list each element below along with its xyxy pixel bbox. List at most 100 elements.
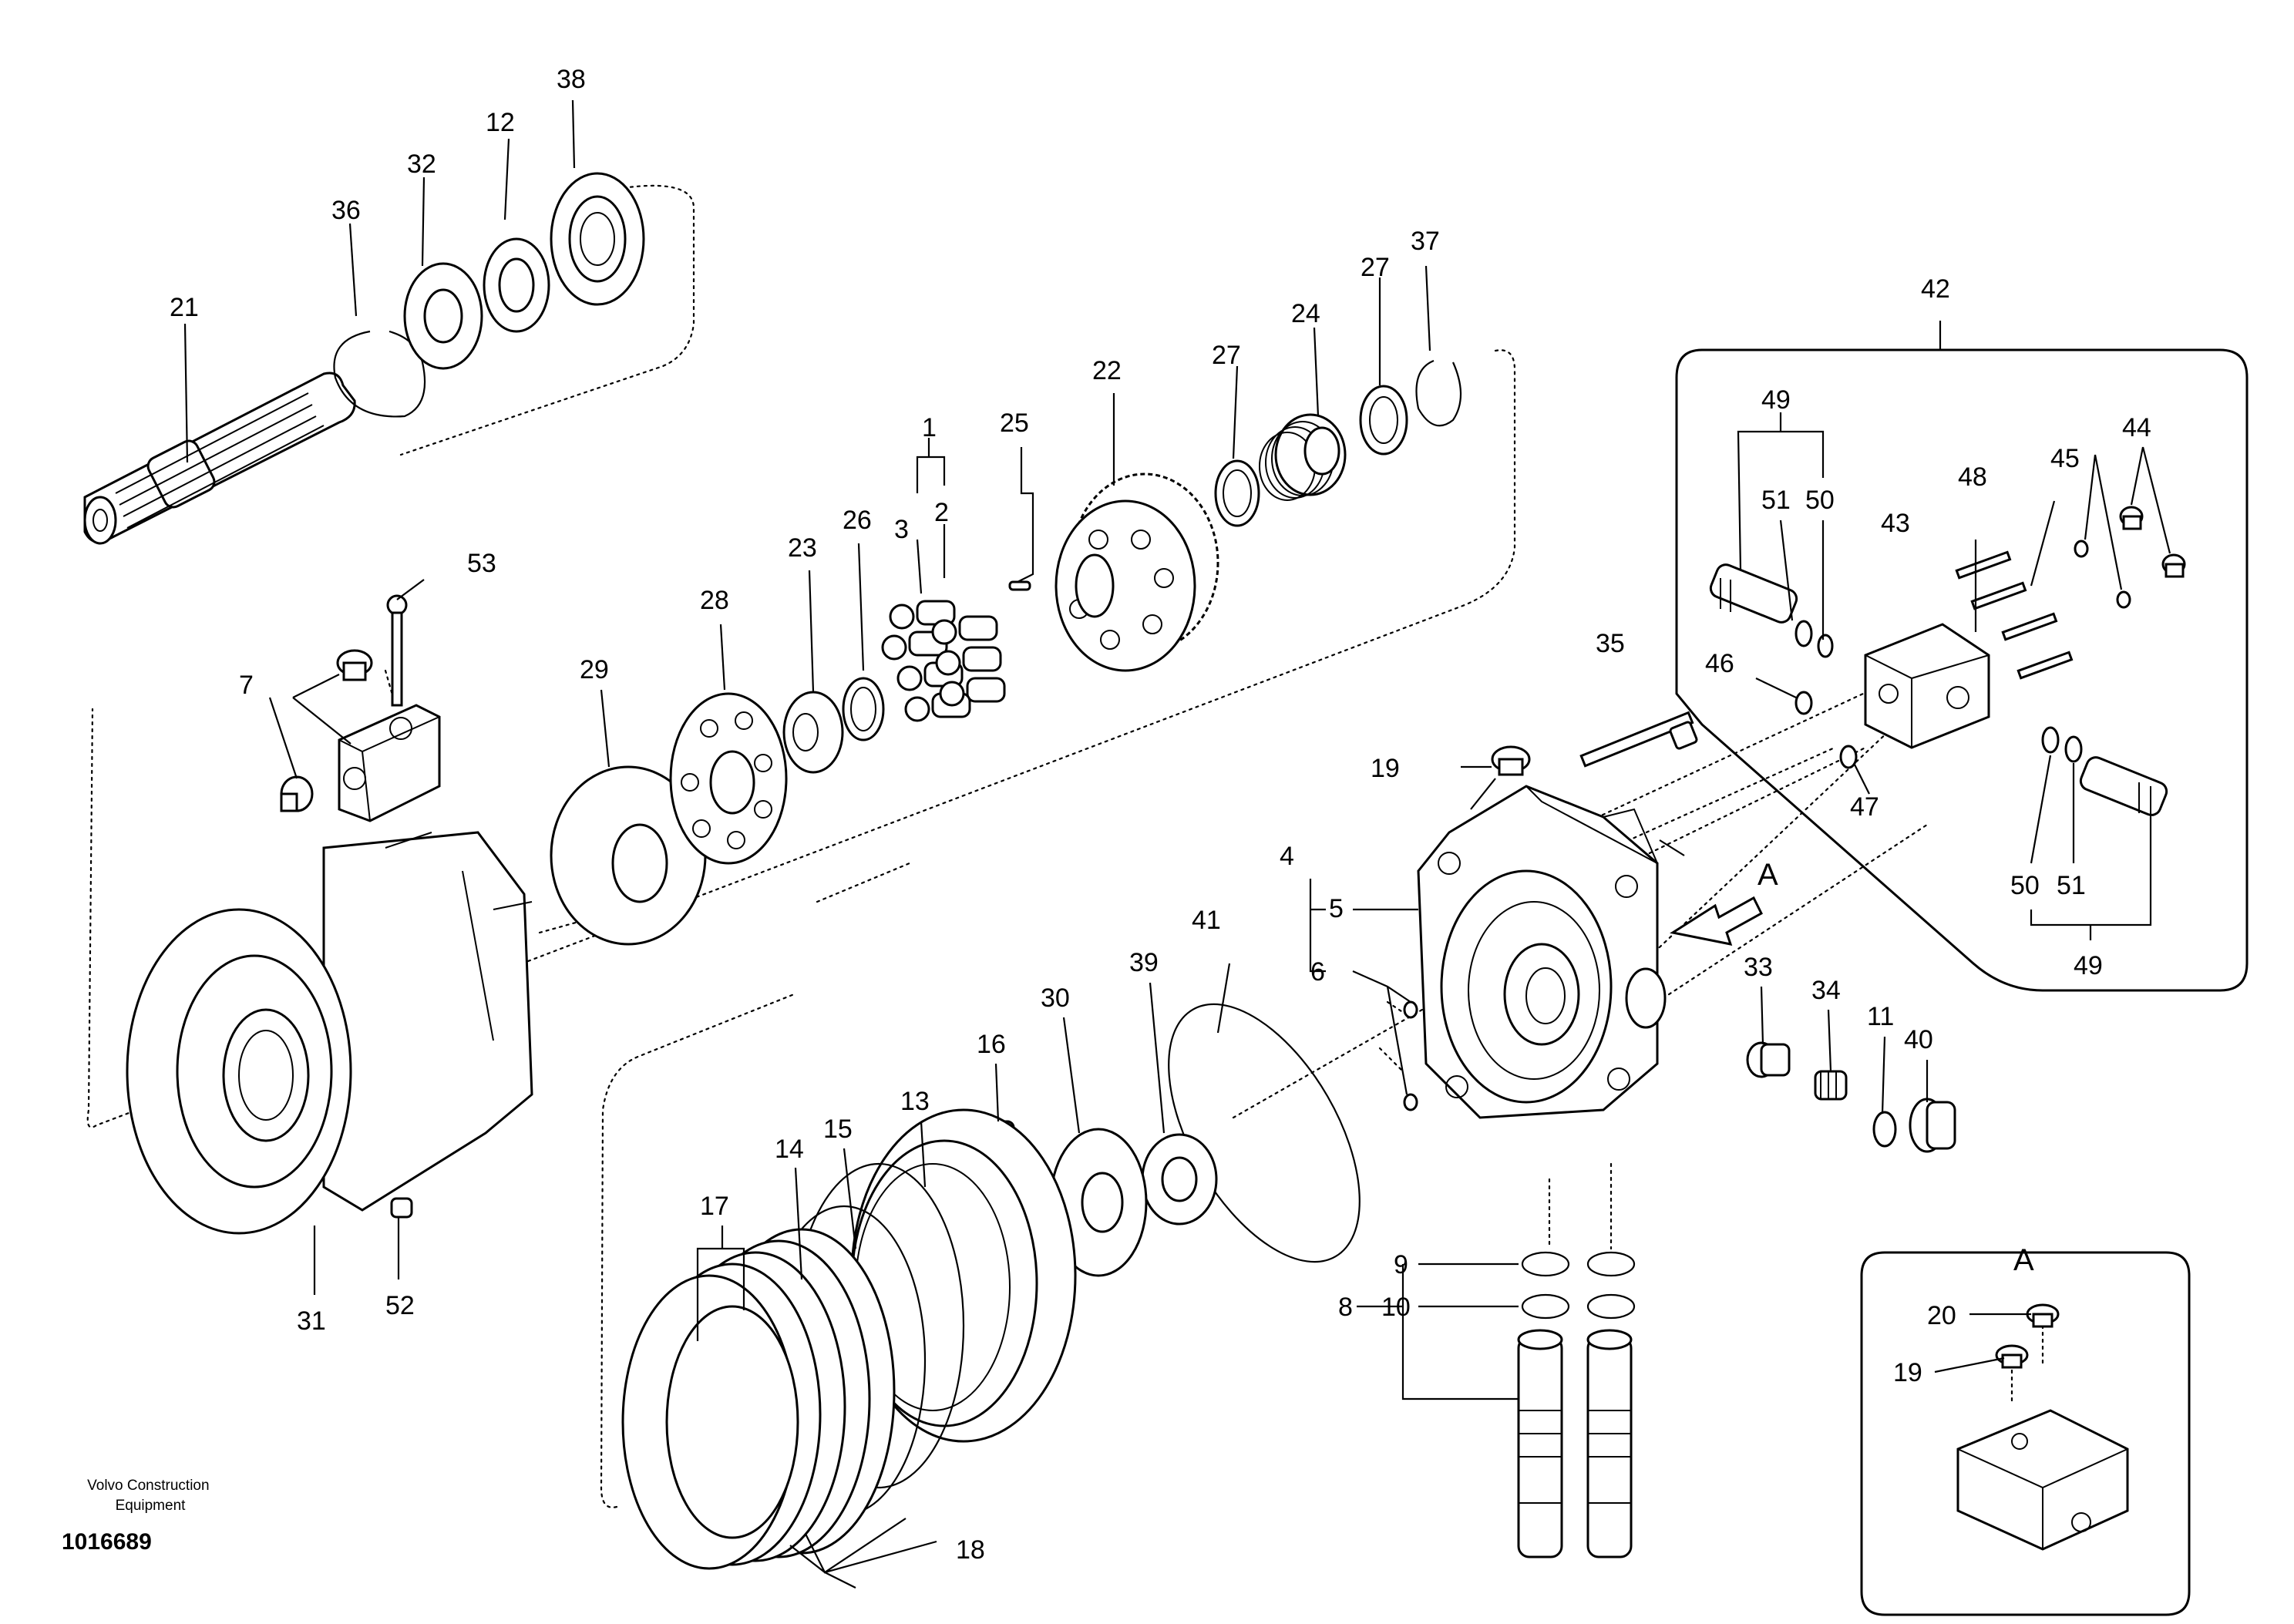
label-52: 52	[385, 1291, 415, 1320]
label-51-bottom: 51	[2057, 871, 2086, 900]
plug-7-bottom	[280, 775, 314, 812]
ring-27-inner	[1214, 459, 1260, 527]
spring-34	[1814, 1070, 1848, 1101]
label-35: 35	[1596, 629, 1625, 658]
motor-housing-31	[126, 831, 533, 1235]
label-21: 21	[170, 293, 199, 322]
plug-7-top	[336, 649, 373, 681]
label-16: 16	[977, 1030, 1006, 1059]
label-40: 40	[1904, 1025, 1933, 1054]
label-28: 28	[700, 586, 729, 615]
label-53: 53	[467, 549, 496, 578]
title-block: Volvo Construction Equipment 1016689	[62, 1478, 210, 1555]
o-rings-46-47	[1794, 691, 1858, 769]
spool-8-right	[1586, 1329, 1633, 1558]
label-50-top: 50	[1805, 486, 1835, 515]
bearing-39	[1141, 1133, 1218, 1226]
detail-plug-20	[2026, 1303, 2060, 1328]
plug-40	[1909, 1098, 1956, 1153]
label-42: 42	[1921, 274, 1950, 304]
label-31: 31	[297, 1306, 326, 1336]
label-49-top: 49	[1761, 385, 1791, 415]
detail-view-label: A	[2013, 1243, 2034, 1277]
pins-6	[1403, 1000, 1418, 1111]
pin-25	[1008, 580, 1031, 591]
o-ring-11	[1872, 1111, 1897, 1148]
detail-view-a	[1860, 1251, 2191, 1616]
label-51-top: 51	[1761, 486, 1791, 515]
label-17: 17	[700, 1192, 729, 1221]
label-10: 10	[1381, 1293, 1411, 1322]
label-13: 13	[900, 1087, 930, 1116]
label-2: 2	[934, 498, 949, 527]
label-8: 8	[1338, 1293, 1353, 1322]
valve-block-7	[338, 704, 441, 822]
label-27a: 27	[1212, 341, 1241, 370]
label-14: 14	[775, 1135, 804, 1164]
relief-valve-cartridge-top	[1709, 563, 1798, 624]
relief-valve-cartridge-bottom	[2079, 756, 2168, 817]
bolt-53	[386, 594, 408, 707]
label-29: 29	[580, 655, 609, 684]
label-47: 47	[1850, 792, 1879, 822]
label-7: 7	[239, 671, 254, 700]
output-shaft	[83, 372, 356, 545]
label-6: 6	[1310, 957, 1325, 987]
label-4: 4	[1280, 842, 1294, 871]
publisher-name-line2: Equipment	[116, 1498, 187, 1514]
label-39: 39	[1129, 948, 1159, 977]
detail-plug-19	[1995, 1344, 2029, 1369]
o-ring-41	[1168, 1003, 1361, 1263]
cylinder-block-22	[1054, 472, 1219, 672]
ring-26	[842, 677, 885, 741]
label-48: 48	[1958, 462, 1987, 492]
label-36: 36	[331, 196, 361, 225]
o-rings-9-10	[1521, 1251, 1636, 1320]
bolt-35	[1579, 711, 1698, 768]
bolts-48	[1955, 550, 2074, 680]
label-24: 24	[1291, 299, 1320, 328]
label-44: 44	[2122, 413, 2151, 442]
o-rings-45	[2074, 540, 2131, 609]
label-1: 1	[922, 413, 937, 442]
plug-33	[1746, 1041, 1791, 1078]
label-12: 12	[486, 108, 515, 137]
spring-24	[1259, 413, 1347, 501]
plugs-44	[2119, 506, 2186, 578]
spool-8-left	[1517, 1329, 1563, 1558]
seal-32	[403, 262, 483, 370]
label-11: 11	[1867, 1002, 1894, 1031]
piston-assembly-1	[881, 600, 1006, 722]
label-34: 34	[1811, 976, 1841, 1005]
label-19: 19	[1371, 754, 1400, 783]
label-19-detail: 19	[1893, 1358, 1922, 1387]
label-45: 45	[2050, 444, 2080, 473]
label-46: 46	[1705, 649, 1734, 678]
seal-rings-50-51	[1794, 620, 2083, 763]
label-49-bottom: 49	[2074, 951, 2103, 980]
friction-plates-17	[621, 1228, 896, 1570]
valve-casing-4	[1417, 785, 1667, 1119]
label-27b: 27	[1361, 253, 1390, 282]
label-15: 15	[823, 1115, 853, 1144]
ring-12	[483, 237, 550, 333]
spherical-bushing-23	[782, 691, 844, 774]
label-22: 22	[1092, 356, 1122, 385]
section-arrow-a	[1670, 896, 1763, 946]
label-5: 5	[1329, 894, 1344, 923]
label-41: 41	[1192, 906, 1221, 935]
label-30: 30	[1041, 983, 1070, 1013]
relief-valve-assembly-42	[1675, 348, 2249, 992]
label-9: 9	[1394, 1250, 1408, 1279]
label-37: 37	[1411, 227, 1440, 256]
label-20: 20	[1927, 1301, 1956, 1330]
section-arrow-label: A	[1758, 858, 1778, 892]
retainer-plate-28	[669, 692, 788, 865]
ring-27-outer	[1359, 385, 1408, 456]
label-50-bottom: 50	[2010, 871, 2040, 900]
plug-19	[1491, 745, 1531, 776]
label-23: 23	[788, 533, 817, 563]
item-number-labels: 38 12 32 36 21 1 2 3 25 22 27 24 27 37 2…	[170, 65, 2151, 1565]
label-25: 25	[1000, 409, 1029, 438]
